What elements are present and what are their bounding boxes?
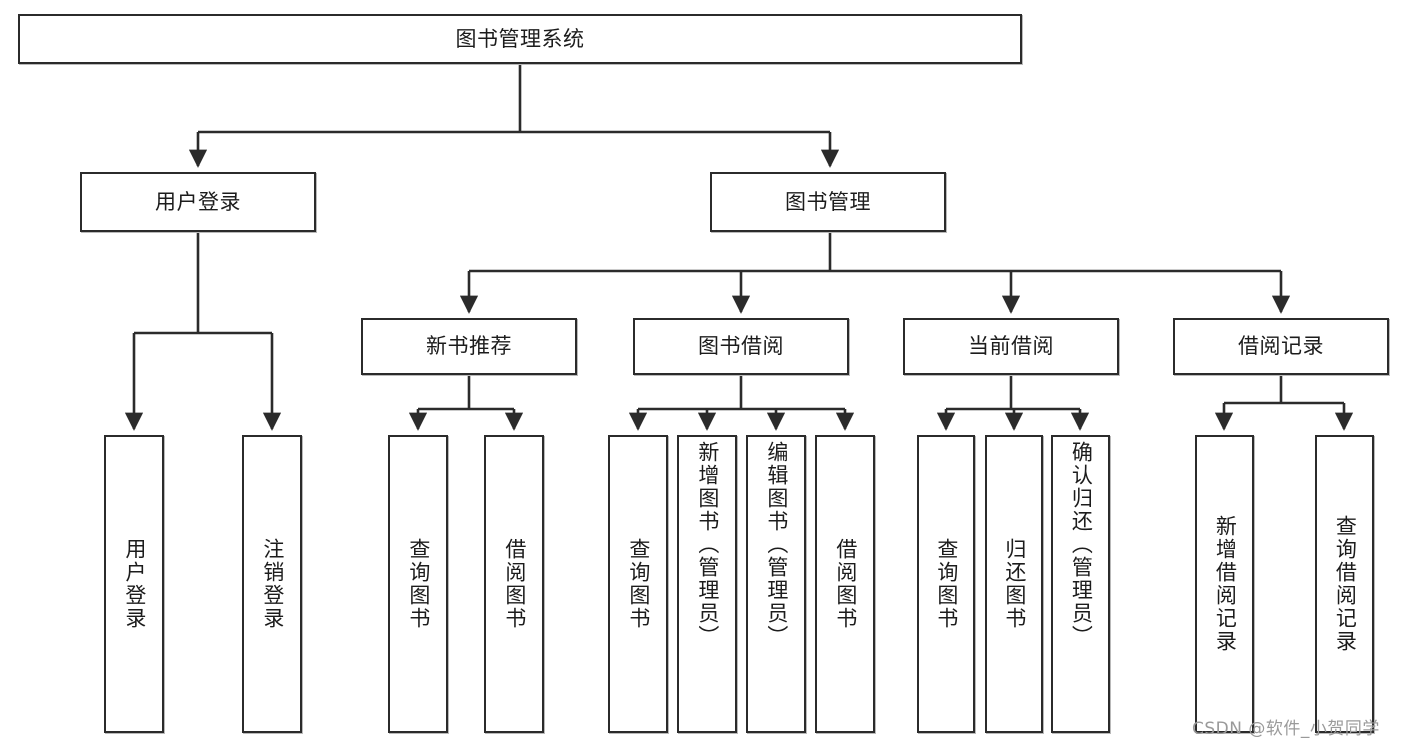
node-leaf-add-record-label: 新增借阅记录 (1213, 515, 1238, 653)
node-leaf-query-book-rec-label: 查询图书 (406, 538, 431, 630)
node-leaf-add-book[interactable]: 新增图书（管理员） (677, 435, 737, 733)
node-current-borrow-label: 当前借阅 (968, 334, 1054, 359)
node-leaf-return-book-label: 归还图书 (1002, 538, 1027, 630)
node-leaf-borrow-book-rec[interactable]: 借阅图书 (484, 435, 544, 733)
node-leaf-borrow-book[interactable]: 借阅图书 (815, 435, 875, 733)
node-leaf-query-book-cur-label: 查询图书 (934, 538, 959, 630)
node-leaf-add-record[interactable]: 新增借阅记录 (1195, 435, 1254, 733)
node-borrow-record[interactable]: 借阅记录 (1173, 318, 1389, 375)
node-book-manage[interactable]: 图书管理 (710, 172, 946, 232)
node-borrow-record-label: 借阅记录 (1238, 334, 1324, 359)
node-new-book-rec-label: 新书推荐 (426, 334, 512, 359)
node-leaf-query-book-label: 查询图书 (626, 538, 651, 630)
node-leaf-user-login[interactable]: 用户登录 (104, 435, 164, 733)
csdn-watermark: CSDN @软件_小贺同学 (1192, 719, 1380, 739)
node-leaf-query-record-label: 查询借阅记录 (1333, 515, 1358, 653)
node-leaf-return-book[interactable]: 归还图书 (985, 435, 1043, 733)
node-leaf-query-book[interactable]: 查询图书 (608, 435, 668, 733)
node-leaf-confirm-return-label: 确认归还（管理员） (1069, 441, 1094, 648)
node-leaf-user-logout[interactable]: 注销登录 (242, 435, 302, 733)
node-book-manage-label: 图书管理 (785, 189, 871, 214)
node-leaf-edit-book-label: 编辑图书（管理员） (764, 441, 789, 648)
node-leaf-user-logout-label: 注销登录 (260, 538, 285, 630)
node-leaf-user-login-label: 用户登录 (122, 538, 147, 630)
node-current-borrow[interactable]: 当前借阅 (903, 318, 1119, 375)
node-leaf-edit-book[interactable]: 编辑图书（管理员） (746, 435, 806, 733)
node-user-login[interactable]: 用户登录 (80, 172, 316, 232)
node-leaf-query-book-cur[interactable]: 查询图书 (917, 435, 975, 733)
node-new-book-rec[interactable]: 新书推荐 (361, 318, 577, 375)
node-leaf-borrow-book-rec-label: 借阅图书 (502, 538, 527, 630)
node-user-login-label: 用户登录 (155, 189, 241, 214)
node-leaf-query-book-rec[interactable]: 查询图书 (388, 435, 448, 733)
node-root-label: 图书管理系统 (455, 26, 585, 51)
node-root[interactable]: 图书管理系统 (18, 14, 1022, 64)
node-book-borrow-label: 图书借阅 (698, 334, 784, 359)
node-leaf-borrow-book-label: 借阅图书 (833, 538, 858, 630)
node-book-borrow[interactable]: 图书借阅 (633, 318, 849, 375)
node-leaf-add-book-label: 新增图书（管理员） (695, 441, 720, 648)
node-leaf-query-record[interactable]: 查询借阅记录 (1315, 435, 1374, 733)
node-leaf-confirm-return[interactable]: 确认归还（管理员） (1051, 435, 1110, 733)
